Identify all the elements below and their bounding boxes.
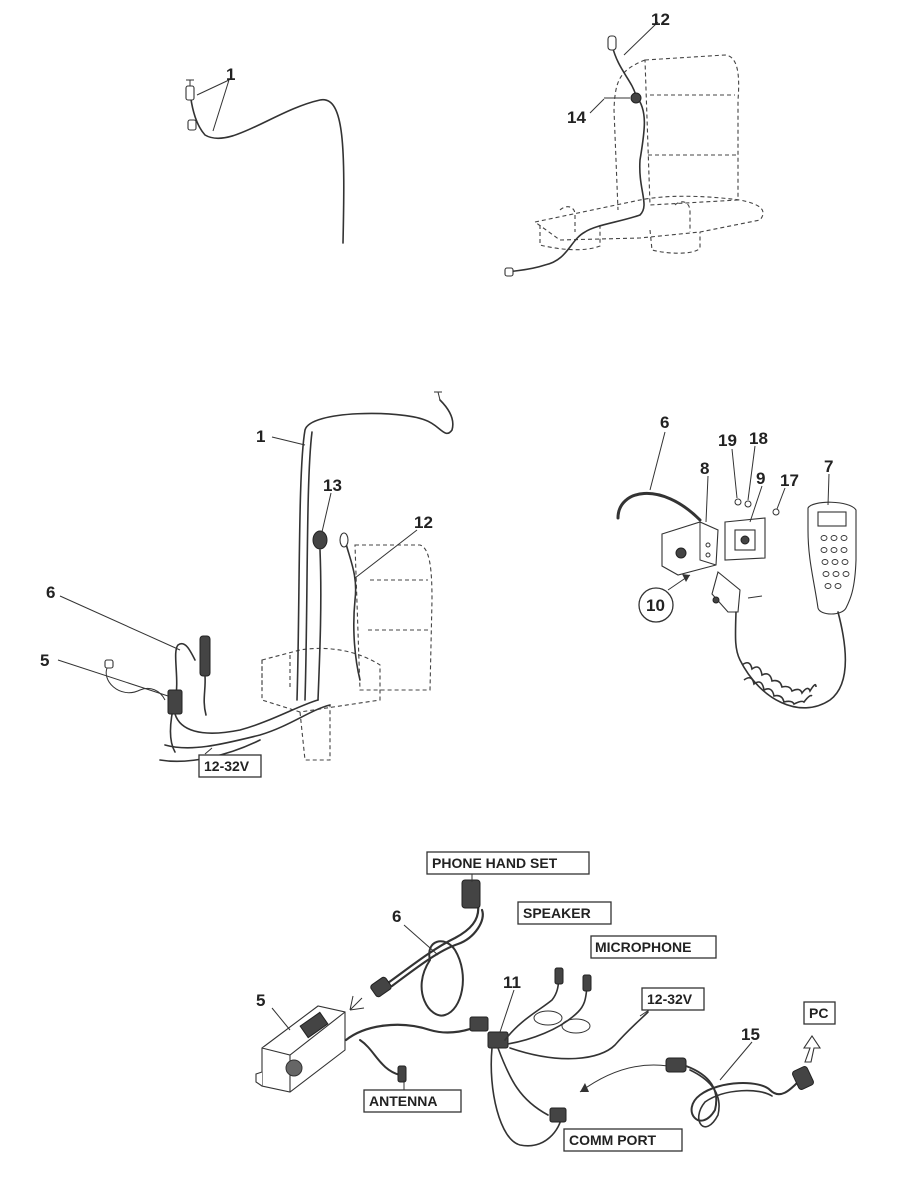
callout-1-top: 1 bbox=[226, 65, 235, 84]
screw-17 bbox=[772, 508, 780, 516]
handset-6-cabin bbox=[199, 635, 211, 677]
handset-7 bbox=[807, 501, 857, 615]
callout-10-circle bbox=[638, 587, 674, 623]
callout-14-top: 14 bbox=[567, 108, 586, 127]
power-12-32v-label-mid bbox=[198, 754, 262, 778]
label-phone-hand-set bbox=[426, 851, 590, 875]
callout-12-mid: 12 bbox=[414, 513, 433, 532]
callout-9-right: 9 bbox=[756, 469, 765, 488]
label-pc bbox=[803, 1001, 836, 1025]
washer-18 bbox=[744, 500, 752, 508]
radio-unit-5 bbox=[255, 1005, 346, 1093]
svg-text:12-32V: 12-32V bbox=[647, 991, 693, 1007]
label-microphone bbox=[590, 935, 717, 959]
svg-text:PHONE HAND SET: PHONE HAND SET bbox=[432, 855, 558, 871]
svg-text:MICROPHONE: MICROPHONE bbox=[595, 939, 691, 955]
callout-7-right: 7 bbox=[824, 457, 833, 476]
callout-6-right: 6 bbox=[660, 413, 669, 432]
panel-handset-cradle: 6 8 19 18 9 17 7 10 bbox=[616, 413, 857, 709]
gooseneck-microphone bbox=[607, 35, 617, 51]
callout-6-mid: 6 bbox=[46, 583, 55, 602]
mic-clip bbox=[630, 92, 642, 104]
callout-6-bottom: 6 bbox=[392, 907, 401, 926]
label-power-12-32v-bottom bbox=[641, 987, 705, 1011]
label-comm-port bbox=[563, 1128, 683, 1152]
plate-9 bbox=[724, 517, 766, 561]
callout-11-bottom: 11 bbox=[503, 973, 521, 992]
callout-19-right: 19 bbox=[718, 431, 737, 450]
callout-12-top: 12 bbox=[651, 10, 670, 29]
pc-cable-connector bbox=[665, 1057, 687, 1073]
cable-6-handset bbox=[616, 492, 702, 522]
label-speaker bbox=[517, 901, 612, 925]
phone-hand-set-connector bbox=[461, 879, 481, 909]
screw-19 bbox=[734, 498, 742, 506]
antenna-connector bbox=[185, 79, 197, 131]
antenna-cable-1 bbox=[189, 91, 345, 244]
callout-8-right: 8 bbox=[700, 459, 709, 478]
panel-antenna-cable: 1 bbox=[185, 65, 345, 244]
label-antenna bbox=[363, 1089, 462, 1113]
svg-text:PC: PC bbox=[809, 1005, 828, 1021]
svg-text:SPEAKER: SPEAKER bbox=[523, 905, 591, 921]
antenna-cable-1-cabin bbox=[296, 399, 454, 701]
callout-15-bottom: 15 bbox=[741, 1025, 760, 1044]
panel-wiring-harness: 6 5 11 15 PHONE HAND SET SPEAKER MICROPH… bbox=[255, 851, 836, 1152]
svg-text:COMM PORT: COMM PORT bbox=[569, 1132, 657, 1148]
panel-cabin-installation: 1 13 12 6 5 12-32V bbox=[40, 391, 454, 778]
panel-seat-microphone: 12 14 bbox=[504, 10, 764, 277]
callout-13-mid: 13 bbox=[323, 476, 342, 495]
speaker-13 bbox=[312, 530, 328, 550]
svg-text:12-32V: 12-32V bbox=[204, 758, 250, 774]
bracket-8 bbox=[661, 521, 763, 613]
callout-18-right: 18 bbox=[749, 429, 768, 448]
callout-5-mid: 5 bbox=[40, 651, 49, 670]
svg-text:ANTENNA: ANTENNA bbox=[369, 1093, 437, 1109]
callout-1-mid: 1 bbox=[256, 427, 265, 446]
radio-unit-5-cabin bbox=[167, 689, 183, 715]
comm-port-connector bbox=[549, 1107, 567, 1123]
callout-17-right: 17 bbox=[780, 471, 799, 490]
callout-5-bottom: 5 bbox=[256, 991, 265, 1010]
callout-10-right: 10 bbox=[646, 596, 665, 615]
